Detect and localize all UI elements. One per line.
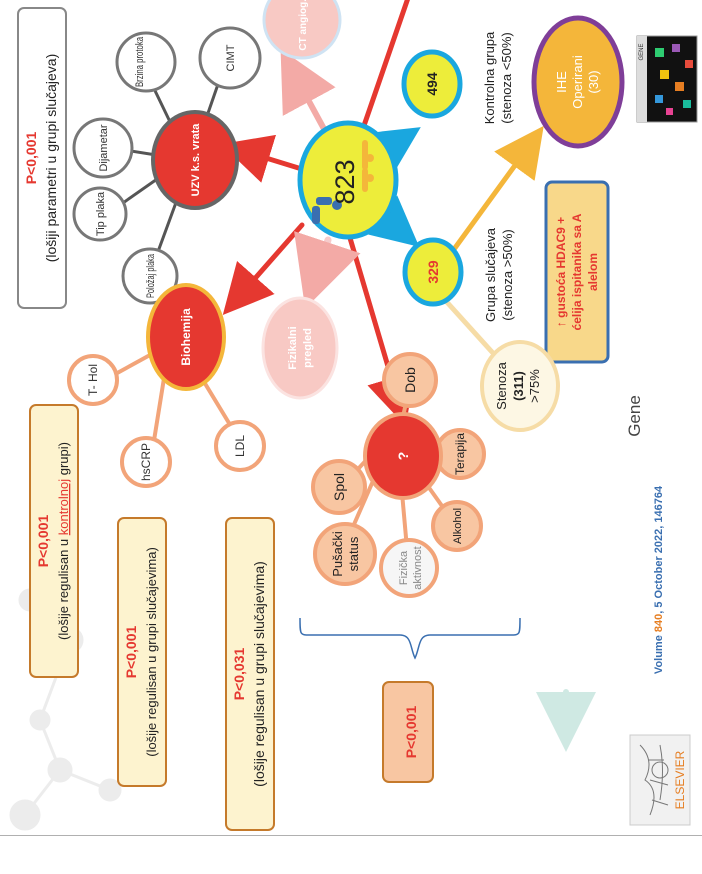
footer-divider [0, 835, 702, 836]
p-box-2: P<0,001 (lošije regulisan u grupi slučaj… [117, 517, 167, 787]
cases-group-node: 329 Grupa slučajeva (stenoza >50%) [402, 227, 515, 322]
p-box-3-value: P<0,031 [231, 648, 247, 701]
central-node: 823 [297, 120, 399, 240]
control-label-line2: (stenoza <50%) [499, 32, 514, 123]
question-item-pusacki-1: Pušački [330, 531, 345, 577]
biochem-label: Biohemija [179, 308, 193, 366]
journal-cover-image: GENE [636, 35, 698, 123]
question-item-alkohol: Alkohol [452, 508, 464, 544]
journal-volume: Volume 840, 5 October 2022, 146764 [653, 485, 665, 674]
hdac-line1: ↑ gustoća HDAC9 + [554, 217, 568, 327]
p-box-1: P<0,001 (lošije regulisan u kontrolnoj g… [29, 404, 79, 678]
uzv-item-cimt: CIMT [225, 44, 237, 71]
question-cluster: Dob Spol Terapija Pušački status Fizička… [311, 352, 486, 598]
biochem-item-ldl: LDL [233, 435, 247, 457]
p-box-3-text: (lošije regulisan u grupi slučajevima) [251, 561, 267, 787]
people-icon [362, 140, 374, 192]
central-number: 823 [330, 159, 360, 204]
hdac-box: ↑ gustoća HDAC9 + ćelija ispitanika sa A… [544, 180, 610, 364]
cases-label-line1: Grupa slučajeva [483, 227, 498, 322]
elsevier-logo: ELSEVIER [629, 734, 691, 826]
question-item-fizicka-2: aktivnost [412, 546, 424, 589]
fizikalni-line2: pregled [302, 328, 314, 368]
ihe-line1: IHE [554, 71, 569, 93]
p-box-1-value: P<0,001 [35, 515, 51, 568]
cases-count: 329 [425, 260, 441, 284]
hdac-line3: alelom [586, 253, 600, 291]
top-p-text: (lošiji parametri u grupi slučajeva) [43, 54, 59, 263]
stenosis-count: (311) [511, 371, 526, 401]
fizikalni-line1: Fizikalni [287, 326, 299, 369]
biochem-item-thol: T- Hol [86, 364, 100, 396]
uzv-item-node [115, 31, 177, 93]
p-box-1-text: (lošije regulisan u kontrolnoj grupi) [56, 442, 71, 640]
cover-title: GENE [639, 43, 645, 60]
stenosis-node: Stenoza (311) >75% [480, 340, 560, 432]
uzv-item-brzina: Brzina protoka [134, 36, 146, 87]
uzv-cluster: Brzina protoka CIMT Dijametar Tip plaka … [72, 26, 262, 305]
fizikalni-node: Fizikalni pregled [261, 296, 339, 400]
p-box-3: P<0,031 (lošije regulisan u grupi slučaj… [225, 517, 275, 831]
elsevier-text: ELSEVIER [673, 750, 687, 809]
person-icon [312, 197, 342, 224]
p-box-2-value: P<0,001 [123, 626, 139, 679]
ct-label: CT angiog... [298, 0, 309, 51]
ct-node: CT angiog... [262, 0, 342, 60]
stenosis-line1: Stenoza [494, 361, 509, 409]
biochem-cluster: T- Hol hsCRP LDL Biohemija [67, 283, 266, 488]
uzv-item-polozaj: Položaj plaka [145, 253, 157, 298]
ihe-line3: (30) [586, 70, 601, 93]
uzv-item-dijametar: Dijametar [98, 124, 110, 171]
stenosis-line3: >75% [527, 369, 542, 403]
uzv-label: UZV k.s. vrata [190, 123, 202, 197]
question-item-pusacki-2: status [346, 536, 361, 571]
question-item-fizicka-1: Fizička [398, 550, 410, 585]
cases-label-line2: (stenoza >50%) [500, 229, 515, 320]
journal-name: Gene [625, 395, 644, 437]
ihe-line2: Operirani [570, 55, 585, 109]
question-item-terapija: Terapija [453, 433, 467, 475]
uzv-item-tip-plaka: Tip plaka [95, 191, 107, 236]
bottom-p-value: P<0,001 [403, 706, 419, 759]
hdac-line2: ćelija ispitanika sa A [570, 213, 584, 330]
question-label: ? [395, 452, 411, 461]
control-count: 494 [424, 72, 440, 96]
question-item-spol: Spol [331, 473, 347, 501]
question-item-dob: Dob [402, 367, 418, 393]
journal-citation: Gene Volume 840, 5 October 2022, 146764 [625, 395, 665, 674]
control-group-node: 494 Kontrolna grupa (stenoza <50%) [401, 31, 514, 124]
bottom-p-box: P<0,001 [382, 681, 434, 783]
p-box-2-text: (lošije regulisan u grupi slučajevima) [144, 547, 159, 757]
top-p-value: P<0,001 [23, 132, 39, 185]
brace [299, 617, 521, 660]
biochem-item-hscrp: hsCRP [139, 443, 153, 481]
ihe-node: IHE Operirani (30) [531, 15, 625, 149]
top-p-box: P<0,001 (lošiji parametri u grupi slučaj… [17, 7, 67, 309]
control-label-line1: Kontrolna grupa [482, 31, 497, 124]
tree-icon [639, 744, 669, 816]
